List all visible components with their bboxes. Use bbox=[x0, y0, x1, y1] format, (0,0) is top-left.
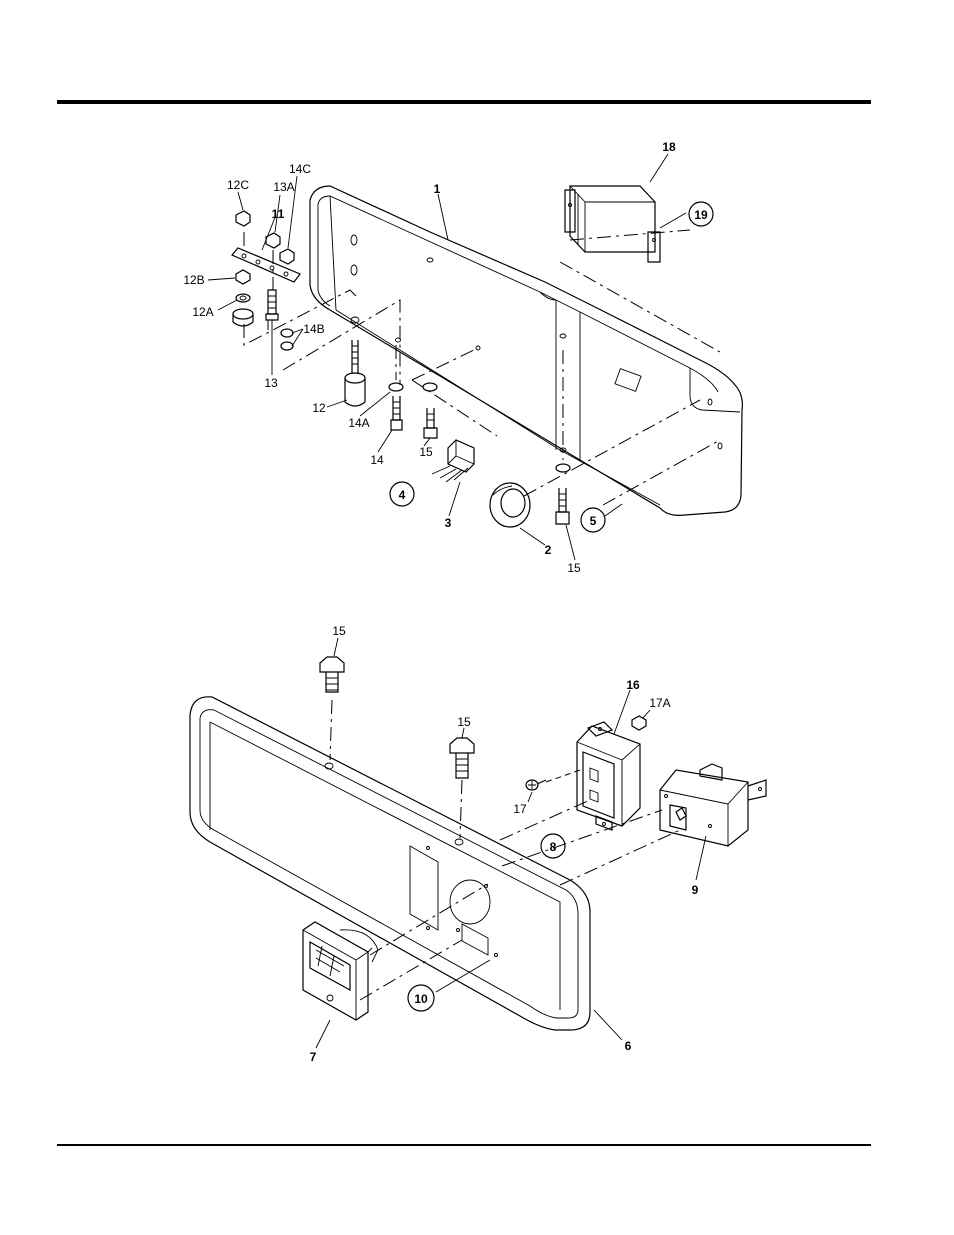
grommet-2 bbox=[490, 483, 530, 527]
circuit-breaker-9 bbox=[660, 764, 766, 846]
bolt-15-bottom bbox=[556, 464, 570, 524]
callout-9: 9 bbox=[692, 883, 699, 897]
mounting-bracket-11 bbox=[232, 248, 300, 282]
callout-19: 19 bbox=[694, 208, 708, 222]
callout-8: 8 bbox=[550, 840, 557, 854]
callout-14b: 14B bbox=[303, 322, 324, 336]
callout-5: 5 bbox=[590, 514, 597, 528]
callout-12b: 12B bbox=[183, 273, 204, 287]
callout-15-top: 15 bbox=[419, 445, 433, 459]
callout-11: 11 bbox=[272, 207, 285, 221]
callout-15-panel-right: 15 bbox=[457, 715, 471, 729]
bolt-14 bbox=[389, 383, 403, 430]
callout-3: 3 bbox=[445, 516, 452, 530]
stud-13 bbox=[266, 290, 278, 320]
callout-2: 2 bbox=[545, 543, 552, 557]
callout-12a: 12A bbox=[192, 305, 213, 319]
rectifier-3 bbox=[432, 440, 474, 482]
bolt-15-top bbox=[423, 383, 437, 438]
callout-6: 6 bbox=[625, 1039, 632, 1053]
callout-7: 7 bbox=[310, 1050, 317, 1064]
callout-14: 14 bbox=[370, 453, 384, 467]
assembly-lines-top bbox=[244, 230, 720, 505]
bolt-15-panel-left bbox=[320, 657, 344, 692]
capacitor-12 bbox=[345, 317, 365, 406]
nut-12b bbox=[236, 270, 250, 284]
gfci-receptacle-16 bbox=[577, 722, 640, 830]
callout-16: 16 bbox=[626, 678, 640, 692]
assembly-lines-bottom bbox=[330, 700, 680, 1000]
callout-13a: 13A bbox=[273, 180, 294, 194]
nut-14c bbox=[280, 249, 294, 264]
callout-12c: 12C bbox=[227, 178, 249, 192]
meter-7 bbox=[303, 922, 378, 1020]
callout-14a: 14A bbox=[348, 416, 369, 430]
washers-14b bbox=[281, 329, 293, 350]
callout-4: 4 bbox=[399, 488, 406, 502]
leaders-bottom bbox=[316, 638, 706, 1048]
control-panel-6 bbox=[190, 697, 590, 1030]
callout-14c: 14C bbox=[289, 162, 311, 176]
callout-15-panel-left: 15 bbox=[332, 624, 346, 638]
callout-18: 18 bbox=[662, 140, 676, 154]
callout-13: 13 bbox=[264, 376, 278, 390]
nut-12c bbox=[236, 211, 250, 226]
nut-17a bbox=[632, 716, 646, 730]
callout-17: 17 bbox=[513, 802, 527, 816]
bolt-15-panel-right bbox=[450, 738, 474, 778]
callout-10: 10 bbox=[414, 992, 428, 1006]
spacer-12a bbox=[233, 309, 253, 326]
receptacle-box-18 bbox=[565, 186, 660, 262]
callout-1: 1 bbox=[434, 182, 441, 196]
washer-12a bbox=[236, 294, 250, 302]
callout-12: 12 bbox=[312, 401, 326, 415]
callout-15-bottom: 15 bbox=[567, 561, 581, 575]
screw-17 bbox=[526, 780, 546, 790]
callout-17a: 17A bbox=[649, 696, 670, 710]
